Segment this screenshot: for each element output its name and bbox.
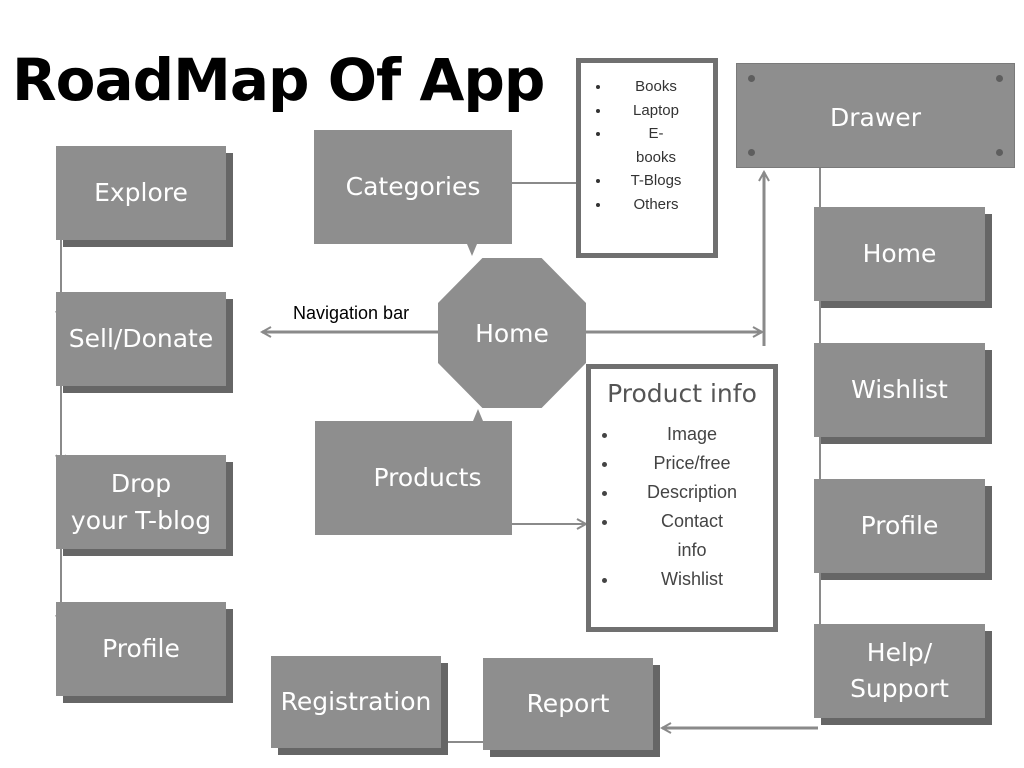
drawer-node: Drawer bbox=[736, 63, 1015, 168]
category-item: Laptop bbox=[611, 99, 713, 123]
categories-list-box: Books Laptop E- books T-Blogs Others bbox=[576, 58, 718, 258]
help-support-node: Help/ Support bbox=[814, 624, 985, 718]
categories-list: Books Laptop E- books T-Blogs Others bbox=[581, 63, 713, 216]
bolt-icon bbox=[748, 75, 755, 82]
help-support-line2: Support bbox=[850, 674, 949, 703]
product-info-item: Contact bbox=[619, 507, 773, 536]
sell-donate-node: Sell/Donate bbox=[56, 292, 226, 386]
drawer-title: Drawer bbox=[830, 102, 921, 132]
categories-node: Categories bbox=[314, 130, 512, 244]
bolt-icon bbox=[996, 75, 1003, 82]
profile-node-left: Profile bbox=[56, 602, 226, 696]
home-node: Home bbox=[438, 258, 586, 408]
products-node: Products bbox=[315, 421, 512, 535]
category-item-continuation: books bbox=[635, 148, 677, 166]
product-info-item: Image bbox=[619, 420, 773, 449]
product-info-item: Wishlist bbox=[619, 565, 773, 594]
product-info-list: Image Price/free Description Contact inf… bbox=[591, 408, 773, 594]
product-info-item: Price/free bbox=[619, 449, 773, 478]
drop-tblog-line2: your T-blog bbox=[70, 506, 212, 535]
category-item: Books bbox=[611, 75, 713, 99]
navigation-bar-label: Navigation bar bbox=[293, 303, 410, 323]
categories-pointer bbox=[467, 244, 477, 256]
product-info-box: Product info Image Price/free Descriptio… bbox=[586, 364, 778, 632]
bolt-icon bbox=[996, 149, 1003, 156]
products-pointer bbox=[473, 409, 483, 421]
category-item: T-Blogs bbox=[611, 169, 713, 193]
product-info-item-continuation: info bbox=[677, 540, 707, 560]
drop-tblog-line1: Drop bbox=[110, 468, 172, 498]
registration-node: Registration bbox=[271, 656, 441, 748]
help-support-line1: Help/ bbox=[866, 637, 933, 667]
bolt-icon bbox=[748, 149, 755, 156]
explore-node: Explore bbox=[56, 146, 226, 240]
category-item: Others bbox=[611, 193, 713, 217]
report-node: Report bbox=[483, 658, 653, 750]
profile-node-right: Profile bbox=[814, 479, 985, 573]
product-info-item: Description bbox=[619, 478, 773, 507]
drop-tblog-node: Drop your T-blog bbox=[56, 455, 226, 549]
drawer-home-node: Home bbox=[814, 207, 985, 301]
page-title: RoadMap Of App bbox=[12, 46, 545, 114]
wishlist-node: Wishlist bbox=[814, 343, 985, 437]
product-info-title: Product info bbox=[607, 379, 757, 408]
category-item: E- bbox=[611, 122, 713, 146]
